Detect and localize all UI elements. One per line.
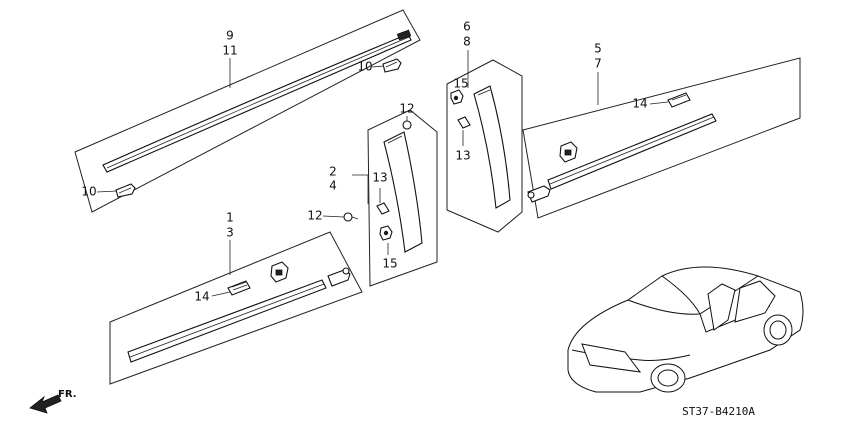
callout-roof-bottom: 11 <box>222 44 237 58</box>
roof-molding <box>102 29 412 173</box>
rear-sash-clip-13 <box>457 116 471 129</box>
front-door-clip-lead <box>211 291 231 297</box>
callout-rear-sash-clip-15: 15 <box>453 77 468 91</box>
diagram-code: ST37-B4210A <box>682 405 755 418</box>
rear-door-molding-group-frame <box>522 57 801 219</box>
rear-door-molding <box>547 113 717 190</box>
front-sash-clip-13 <box>376 202 390 215</box>
front-door-end-cap <box>327 267 351 287</box>
front-door-clip-14 <box>227 280 251 296</box>
callout-front-sash-clip-13: 13 <box>372 171 387 185</box>
roof-clip-upper-lead <box>371 65 385 68</box>
front-sash-screw-top-12 <box>402 116 412 130</box>
callout-front-sash-screw-top: 12 <box>399 102 414 116</box>
callout-front-sash-top: 2 <box>329 165 337 179</box>
rear-sash-group-frame <box>446 59 523 233</box>
front-sash-clip-15 <box>379 225 393 241</box>
roof-clip-lower <box>115 183 136 198</box>
callout-front-sash-bottom: 4 <box>329 179 337 193</box>
callout-front-sash-screw: 12 <box>307 209 322 223</box>
callout-rear-sash-bottom: 8 <box>463 35 471 49</box>
roof-molding-group-frame <box>74 9 421 213</box>
callout-front-door-top: 1 <box>226 211 234 225</box>
front-direction-arrow-icon <box>29 394 62 414</box>
callout-rear-door-bottom: 7 <box>594 57 602 71</box>
callout-rear-sash-top: 6 <box>463 20 471 34</box>
rear-door-end-cap <box>527 185 551 203</box>
callout-front-door-clip: 14 <box>194 290 209 304</box>
front-sash-trim <box>383 131 423 253</box>
front-sash-group-frame <box>367 109 438 287</box>
car-illustration <box>567 266 804 393</box>
callout-roof-clip-lower: 10 <box>81 185 96 199</box>
rear-door-clip-lead <box>649 101 669 105</box>
rear-sash-clip-15 <box>450 89 464 105</box>
front-sash-screw-lead <box>322 215 345 218</box>
callout-roof-clip-upper: 10 <box>357 60 372 74</box>
callout-rear-door-clip: 14 <box>632 97 647 111</box>
roof-clip-upper <box>382 58 402 73</box>
callout-roof-top: 9 <box>226 29 234 43</box>
callout-rear-door-top: 5 <box>594 42 602 56</box>
rear-sash-trim <box>473 85 511 209</box>
front-door-clip-block <box>270 261 289 283</box>
roof-clip-lower-lead <box>96 190 118 193</box>
front-sash-screw-12 <box>343 212 359 222</box>
front-sash-lead <box>352 174 369 204</box>
rear-door-clip-block <box>559 141 578 163</box>
callout-rear-sash-clip-13: 13 <box>455 149 470 163</box>
callout-front-sash-clip-15: 15 <box>382 257 397 271</box>
callout-front-door-bottom: 3 <box>226 226 234 240</box>
front-direction-label: FR. <box>58 389 77 400</box>
front-door-molding-group-frame <box>109 231 363 385</box>
rear-door-clip-14 <box>667 92 691 108</box>
front-door-molding <box>127 279 327 363</box>
